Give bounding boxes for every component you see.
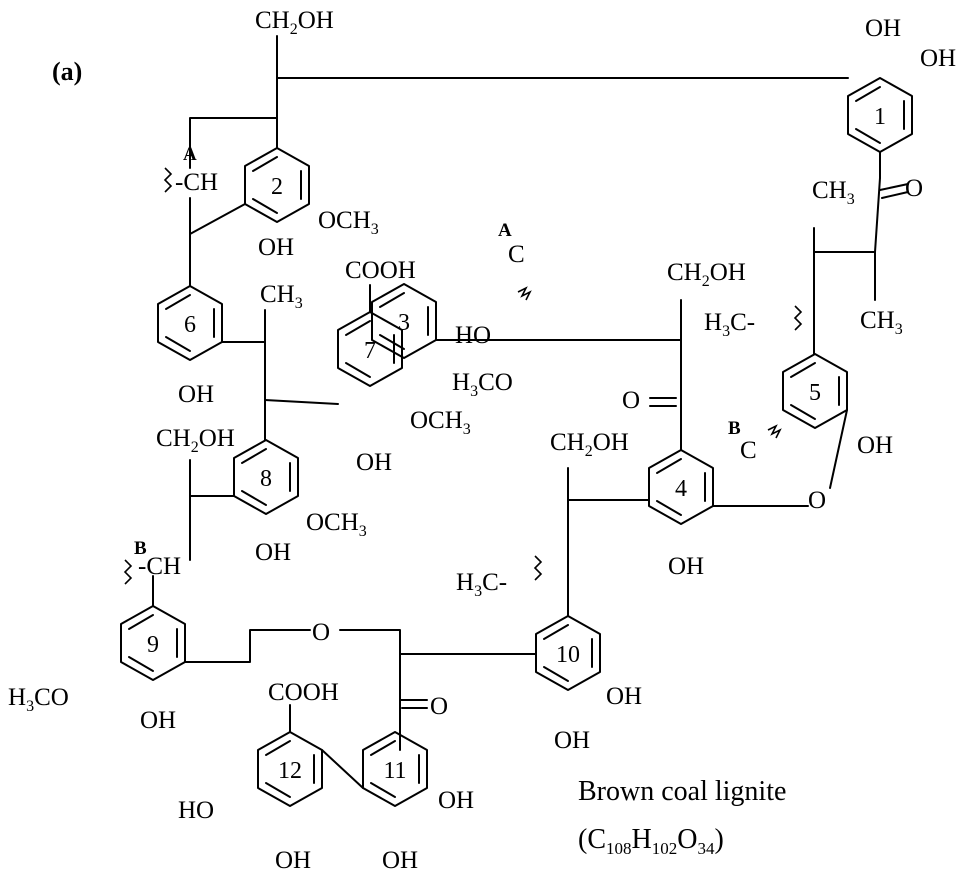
label-a-1: A <box>183 144 197 165</box>
bonds <box>152 35 909 789</box>
ring-6: 6 <box>157 285 223 361</box>
ring6-oh-label: OH <box>178 381 214 408</box>
ring-2: 2 <box>244 147 310 223</box>
h3c-label-1: H3C- <box>704 309 755 340</box>
ring-number-6: 6 <box>184 312 196 338</box>
ring12-cooh-label: COOH <box>268 679 339 706</box>
ring-number-9: 9 <box>147 632 159 658</box>
ring8-och3-label: OCH3 <box>306 509 367 540</box>
ring-number-3: 3 <box>398 310 410 336</box>
ring-8: 8 <box>233 439 299 515</box>
wavy-bonds <box>123 167 803 585</box>
ring-number-10: 10 <box>556 642 580 668</box>
caption-formula: (C108H102O34) <box>578 824 724 858</box>
ch3-label-2: CH3 <box>860 307 903 338</box>
ch-label-1: -CH <box>175 169 218 196</box>
ring11-oh-label-1: OH <box>438 787 474 814</box>
ring-5: 5 <box>782 353 848 429</box>
ring-number-7: 7 <box>364 338 376 364</box>
ketone-o-label-3: O <box>430 693 448 720</box>
ring-number-1: 1 <box>874 104 886 130</box>
ketone-o-label-2: O <box>622 387 640 414</box>
c-label-2: C <box>740 437 757 464</box>
label-b-1: B <box>134 538 147 559</box>
ring2-och3-label: OCH3 <box>318 207 379 238</box>
ring12-oh-label: OH <box>275 847 311 874</box>
ring1-oh-label-1: OH <box>865 15 901 42</box>
ether-o-label: O <box>312 619 330 646</box>
label-b-2: B <box>728 418 741 439</box>
ring8-oh-label: OH <box>255 539 291 566</box>
ring9-h3co-label: H3CO <box>8 684 69 715</box>
ch-label-2: -CH <box>138 553 181 580</box>
ring3-h3co-label: H3CO <box>452 369 513 400</box>
ring12-ho-label: HO <box>178 797 214 824</box>
ch3-label-1: CH3 <box>812 177 855 208</box>
ring-9: 9 <box>120 605 186 681</box>
ring-1: 1 <box>847 77 913 153</box>
panel-label: (a) <box>52 57 82 86</box>
ring11-oh-label-2: OH <box>382 847 418 874</box>
ether-o-label-2: O <box>808 487 826 514</box>
ring4-oh-label: OH <box>668 553 704 580</box>
ring2-oh-label: OH <box>258 234 294 261</box>
ring-7: 7 <box>337 311 403 387</box>
ring-number-4: 4 <box>675 476 687 502</box>
ch2oh-label-2: CH2OH <box>156 425 235 456</box>
ring-10: 10 <box>535 615 601 691</box>
h3c-label-2: H3C- <box>456 569 507 600</box>
ring3-ho-label: HO <box>455 322 491 349</box>
c-label-1: C <box>508 241 525 268</box>
ch2oh-label-4: CH2OH <box>550 429 629 460</box>
ring-number-8: 8 <box>260 466 272 492</box>
ring-4: 4 <box>648 449 714 525</box>
ring-3: 3 <box>371 283 437 359</box>
ring7-oh-label: OH <box>356 449 392 476</box>
ch2oh-label-3: CH2OH <box>667 259 746 290</box>
ring10-oh-label-1: OH <box>606 683 642 710</box>
ring-12: 12 <box>257 731 323 807</box>
ring5-oh-label: OH <box>857 432 893 459</box>
ring1-oh-label-2: OH <box>920 45 956 72</box>
ring-number-5: 5 <box>809 380 821 406</box>
ring-11: 11 <box>362 731 428 807</box>
ring7-cooh-label: COOH <box>345 257 416 284</box>
ch2oh-top-label: CH2OH <box>255 7 334 38</box>
ring9-oh-label: OH <box>140 707 176 734</box>
ring7-och3-label: OCH3 <box>410 407 471 438</box>
ring-number-12: 12 <box>278 758 302 784</box>
ring-number-2: 2 <box>271 174 283 200</box>
ch3-label-3: CH3 <box>260 281 303 312</box>
caption-title: Brown coal lignite <box>578 776 786 807</box>
ring1-ketone-o-label: O <box>905 175 923 202</box>
label-a-2: A <box>498 220 512 241</box>
ring-number-11: 11 <box>383 758 406 784</box>
ring10-oh-label-2: OH <box>554 727 590 754</box>
